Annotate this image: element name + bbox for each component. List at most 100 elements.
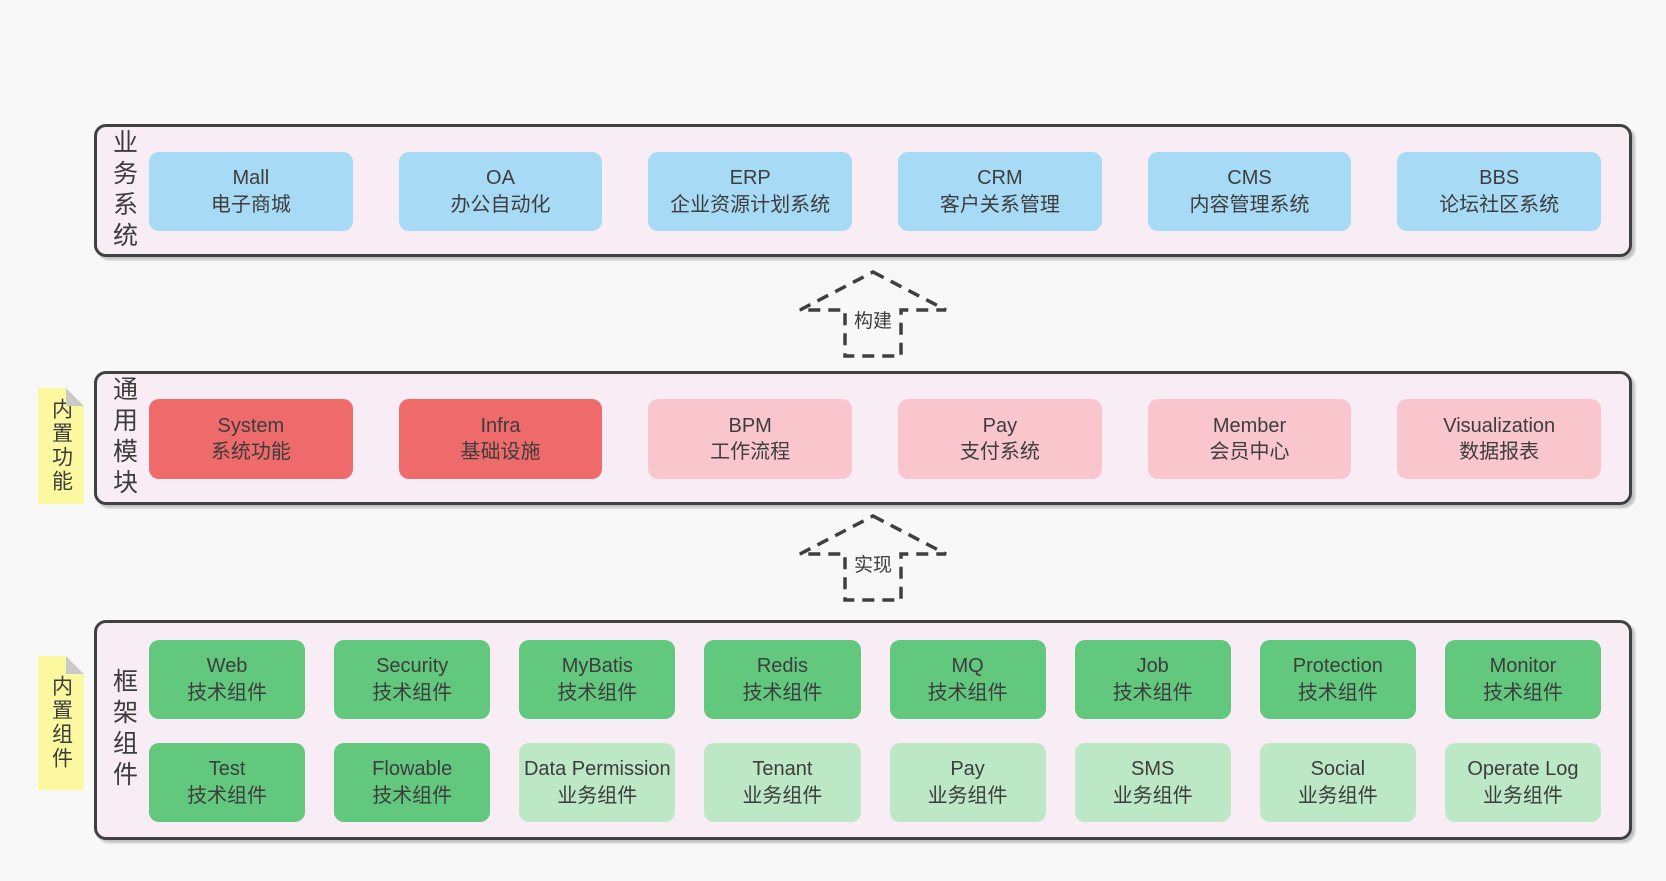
box-visualization: Visualization 数据报表 <box>1397 399 1602 479</box>
dashed-up-arrow-icon <box>799 514 947 602</box>
box-title: Pay <box>950 758 985 781</box>
folded-corner-icon <box>66 656 84 674</box>
box-title: Infra <box>480 414 521 437</box>
box-subtitle: 技术组件 <box>1482 681 1563 704</box>
box-subtitle: 办公自动化 <box>450 193 551 216</box>
box-pay-component: Pay 业务组件 <box>889 743 1046 822</box>
box-subtitle: 技术组件 <box>742 681 823 704</box>
box-monitor: Monitor 技术组件 <box>1444 640 1601 719</box>
dashed-up-arrow-icon <box>799 270 947 358</box>
box-title: Monitor <box>1489 655 1557 678</box>
box-title: Mall <box>232 167 270 190</box>
box-subtitle: 技术组件 <box>1112 681 1193 704</box>
box-title: ERP <box>729 167 771 190</box>
panel-components-label-col: 框架组件 <box>97 623 149 837</box>
box-title: CMS <box>1227 167 1272 190</box>
box-title: BBS <box>1479 167 1520 190</box>
box-title: Operate Log <box>1467 758 1579 781</box>
box-oa: OA 办公自动化 <box>398 152 603 231</box>
box-subtitle: 技术组件 <box>187 784 268 807</box>
panel-components-side-label: 框架组件 <box>109 668 138 792</box>
box-title: Redis <box>756 655 808 678</box>
box-system: System 系统功能 <box>149 399 353 479</box>
modules-boxes-row: System 系统功能 Infra 基础设施 BPM 工作流程 Pay 支付系统… <box>149 374 1629 502</box>
box-protection: Protection 技术组件 <box>1259 640 1416 719</box>
box-subtitle: 技术组件 <box>1297 681 1378 704</box>
box-mall: Mall 电子商城 <box>149 152 353 231</box>
box-subtitle: 内容管理系统 <box>1189 193 1310 216</box>
dashed-up-arrow-implement: 实现 <box>798 512 948 604</box>
panel-business-label-col: 业务系统 <box>97 127 149 254</box>
box-mq: MQ 技术组件 <box>889 640 1046 719</box>
panel-common-modules: 通用模块 System 系统功能 Infra 基础设施 BPM 工作流程 Pay… <box>94 371 1632 505</box>
box-pay-module: Pay 支付系统 <box>898 399 1102 479</box>
box-title: MyBatis <box>561 655 633 678</box>
box-redis: Redis 技术组件 <box>704 640 861 719</box>
note-label: 内置功能 <box>49 398 73 494</box>
folded-corner-icon <box>66 388 84 406</box>
box-title: BPM <box>728 414 772 437</box>
box-title: Protection <box>1292 655 1383 678</box>
box-social: Social 业务组件 <box>1259 743 1416 822</box>
box-title: Member <box>1212 414 1287 437</box>
box-subtitle: 技术组件 <box>187 681 268 704</box>
box-subtitle: 客户关系管理 <box>939 193 1060 216</box>
panel-business-side-label: 业务系统 <box>109 128 138 253</box>
box-subtitle: 会员中心 <box>1209 441 1290 463</box>
box-web: Web 技术组件 <box>149 640 306 719</box>
box-subtitle: 支付系统 <box>959 441 1040 463</box>
box-title: Test <box>208 758 246 781</box>
box-security: Security 技术组件 <box>334 640 491 719</box>
box-title: Security <box>376 655 449 678</box>
panel-framework-components: 框架组件 Web 技术组件 Security 技术组件 MyBatis 技术组件… <box>94 620 1632 840</box>
box-flowable: Flowable 技术组件 <box>334 743 491 822</box>
box-subtitle: 电子商城 <box>210 193 291 216</box>
box-subtitle: 业务组件 <box>927 784 1008 807</box>
box-sms: SMS 业务组件 <box>1074 743 1231 822</box>
box-member: Member 会员中心 <box>1147 399 1352 479</box>
arrow-implement-label: 实现 <box>850 554 896 578</box>
arrow-build-label: 构建 <box>850 310 896 334</box>
components-row-1: Web 技术组件 Security 技术组件 MyBatis 技术组件 Redi… <box>149 640 1601 719</box>
box-subtitle: 业务组件 <box>742 784 823 807</box>
box-subtitle: 技术组件 <box>372 681 453 704</box>
box-subtitle: 技术组件 <box>927 681 1008 704</box>
business-boxes-row: Mall 电子商城 OA 办公自动化 ERP 企业资源计划系统 CRM 客户关系… <box>149 127 1629 254</box>
box-title: Tenant <box>752 758 813 781</box>
components-rows: Web 技术组件 Security 技术组件 MyBatis 技术组件 Redi… <box>149 623 1629 837</box>
box-title: Flowable <box>372 758 453 781</box>
box-subtitle: 技术组件 <box>372 784 453 807</box>
box-title: Data Permission <box>523 758 671 781</box>
note-label: 内置组件 <box>49 675 73 771</box>
box-title: Visualization <box>1443 414 1556 437</box>
box-title: System <box>217 414 285 437</box>
components-row-2: Test 技术组件 Flowable 技术组件 Data Permission … <box>149 743 1601 822</box>
box-title: MQ <box>951 655 984 678</box>
box-subtitle: 企业资源计划系统 <box>670 193 831 216</box>
box-bbs: BBS 论坛社区系统 <box>1397 152 1602 231</box>
box-title: CRM <box>977 167 1023 190</box>
sticky-note-builtin-features: 内置功能 <box>38 388 84 504</box>
box-job: Job 技术组件 <box>1074 640 1231 719</box>
panel-business-systems: 业务系统 Mall 电子商城 OA 办公自动化 ERP 企业资源计划系统 CRM… <box>94 124 1632 257</box>
box-subtitle: 数据报表 <box>1459 441 1540 463</box>
box-subtitle: 业务组件 <box>1112 784 1193 807</box>
box-title: Pay <box>982 414 1018 437</box>
box-title: Social <box>1310 758 1366 781</box>
dashed-up-arrow-build: 构建 <box>798 268 948 360</box>
box-mybatis: MyBatis 技术组件 <box>519 640 676 719</box>
box-subtitle: 工作流程 <box>710 441 791 463</box>
box-infra: Infra 基础设施 <box>398 399 603 479</box>
box-title: Job <box>1136 655 1169 678</box>
panel-modules-side-label: 通用模块 <box>109 376 138 500</box>
box-data-permission: Data Permission 业务组件 <box>519 743 676 822</box>
box-title: SMS <box>1131 758 1175 781</box>
box-erp: ERP 企业资源计划系统 <box>648 152 853 231</box>
box-tenant: Tenant 业务组件 <box>704 743 861 822</box>
box-subtitle: 系统功能 <box>210 441 291 463</box>
box-subtitle: 技术组件 <box>557 681 638 704</box>
box-subtitle: 业务组件 <box>1482 784 1563 807</box>
box-title: OA <box>486 167 515 190</box>
box-cms: CMS 内容管理系统 <box>1147 152 1352 231</box>
